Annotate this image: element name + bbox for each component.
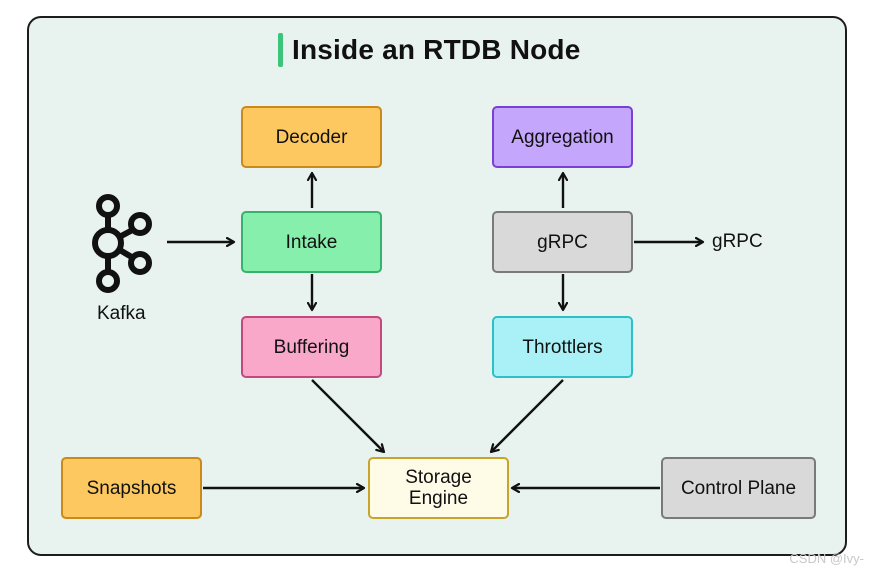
kafka-label: Kafka bbox=[97, 303, 146, 324]
grpc-output-label: gRPC bbox=[712, 231, 763, 252]
aggregation-node: Aggregation bbox=[492, 106, 633, 168]
kafka-logo-icon bbox=[85, 192, 155, 302]
throttlers-node: Throttlers bbox=[492, 316, 633, 378]
storage-engine-node: Storage Engine bbox=[368, 457, 509, 519]
buffering-node: Buffering bbox=[241, 316, 382, 378]
title-group: Inside an RTDB Node bbox=[278, 32, 581, 68]
arrow-buffering-to-storage bbox=[311, 379, 384, 452]
decoder-node: Decoder bbox=[241, 106, 382, 168]
control-plane-node: Control Plane bbox=[661, 457, 816, 519]
intake-node: Intake bbox=[241, 211, 382, 273]
title-accent-bar bbox=[278, 33, 283, 67]
arrow-throttlers-to-storage bbox=[491, 379, 564, 452]
diagram-title: Inside an RTDB Node bbox=[292, 34, 581, 65]
watermark: CSDN @Ivy- bbox=[789, 551, 864, 566]
snapshots-node: Snapshots bbox=[61, 457, 202, 519]
grpc-node: gRPC bbox=[492, 211, 633, 273]
